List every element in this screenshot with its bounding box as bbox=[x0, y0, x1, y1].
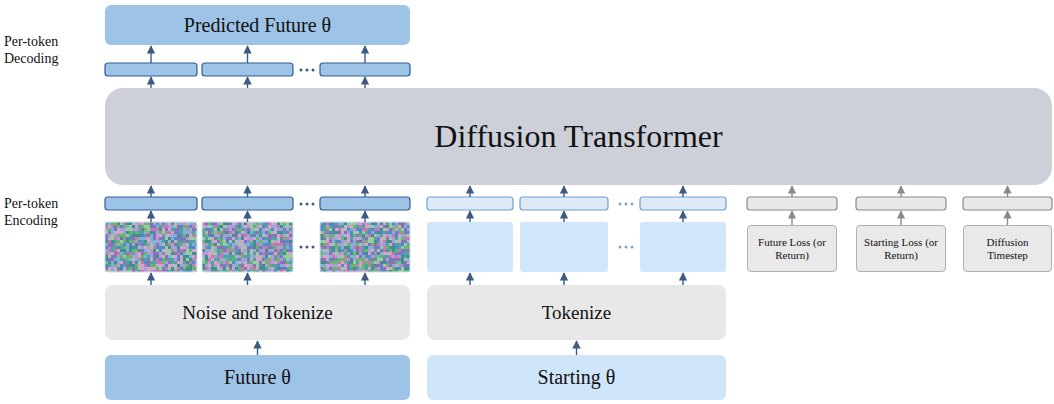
flow-arrow bbox=[563, 186, 564, 197]
decode-token bbox=[320, 63, 410, 76]
encode-token bbox=[105, 197, 197, 210]
ellipsis-dot bbox=[300, 69, 303, 72]
encode-token bbox=[747, 197, 837, 210]
condition-box: Future Loss (or Return) bbox=[747, 225, 837, 272]
ellipsis-dot bbox=[312, 69, 315, 72]
flow-arrow bbox=[469, 273, 470, 285]
ellipsis-dot bbox=[300, 203, 303, 206]
flow-arrow bbox=[900, 211, 901, 225]
flow-arrow bbox=[247, 273, 248, 285]
encode-token bbox=[320, 197, 410, 210]
flow-arrow bbox=[563, 211, 564, 222]
ellipsis-dot bbox=[300, 246, 303, 249]
node-text: Diffusion Transformer bbox=[434, 118, 722, 155]
decode-token bbox=[202, 63, 293, 76]
flow-arrow bbox=[150, 211, 151, 222]
ellipsis-dot bbox=[625, 203, 628, 206]
encode-token bbox=[202, 197, 293, 210]
noise-image bbox=[105, 222, 197, 272]
ellipsis-dot bbox=[306, 246, 309, 249]
ellipsis-dot bbox=[625, 246, 628, 249]
token-square bbox=[520, 222, 608, 272]
process-box: Noise and Tokenize bbox=[105, 285, 410, 340]
flow-arrow bbox=[682, 211, 683, 222]
ellipsis-dot bbox=[619, 203, 622, 206]
decode-token bbox=[105, 63, 197, 76]
ellipsis-dot bbox=[306, 69, 309, 72]
side-label: Per-token Encoding bbox=[4, 196, 74, 230]
flow-arrow bbox=[791, 211, 792, 225]
flow-arrow bbox=[150, 186, 151, 197]
ellipsis-dot bbox=[306, 203, 309, 206]
flow-arrow bbox=[364, 273, 365, 285]
condition-box: Diffusion Timestep bbox=[963, 225, 1052, 272]
node-text: Starting θ bbox=[538, 366, 616, 389]
side-label: Per-token Decoding bbox=[4, 34, 74, 68]
flow-arrow bbox=[247, 46, 248, 63]
ellipsis-dot bbox=[312, 246, 315, 249]
ellipsis-dot bbox=[312, 203, 315, 206]
flow-arrow bbox=[364, 46, 365, 63]
noise-image bbox=[202, 222, 293, 272]
node-text: Diffusion Timestep bbox=[969, 236, 1046, 261]
node-text: Tokenize bbox=[542, 302, 611, 324]
ellipsis-dot bbox=[631, 246, 634, 249]
ellipsis-dot bbox=[619, 246, 622, 249]
flow-arrow bbox=[1007, 186, 1008, 197]
encode-token bbox=[427, 197, 513, 210]
flow-arrow bbox=[1007, 211, 1008, 225]
flow-arrow bbox=[247, 77, 248, 88]
flow-arrow bbox=[682, 273, 683, 285]
flow-connector bbox=[576, 341, 577, 355]
flow-arrow bbox=[364, 211, 365, 222]
flow-arrow bbox=[469, 211, 470, 222]
ellipsis-dot bbox=[631, 203, 634, 206]
token-square bbox=[640, 222, 726, 272]
condition-box: Starting Loss (or Return) bbox=[856, 225, 946, 272]
flow-arrow bbox=[150, 46, 151, 63]
flow-arrow bbox=[791, 186, 792, 197]
node-text: Future Loss (or Return) bbox=[753, 236, 831, 261]
flow-arrow bbox=[364, 77, 365, 88]
input-box: Future θ bbox=[105, 355, 410, 400]
flow-arrow bbox=[682, 186, 683, 197]
flow-arrow bbox=[563, 273, 564, 285]
noise-image bbox=[320, 222, 410, 272]
encode-token bbox=[856, 197, 946, 210]
input-box: Starting θ bbox=[427, 355, 726, 400]
encode-token bbox=[640, 197, 726, 210]
flow-arrow bbox=[900, 186, 901, 197]
flow-arrow bbox=[247, 211, 248, 222]
flow-arrow bbox=[150, 273, 151, 285]
output-box: Predicted Future θ bbox=[105, 5, 410, 45]
flow-connector bbox=[257, 341, 258, 355]
flow-arrow bbox=[150, 77, 151, 88]
encode-token bbox=[963, 197, 1052, 210]
flow-arrow bbox=[469, 186, 470, 197]
node-text: Predicted Future θ bbox=[184, 14, 331, 37]
token-square bbox=[427, 222, 513, 272]
node-text: Starting Loss (or Return) bbox=[862, 236, 940, 261]
node-text: Future θ bbox=[224, 366, 291, 389]
flow-arrow bbox=[247, 186, 248, 197]
flow-arrow bbox=[364, 186, 365, 197]
process-box: Tokenize bbox=[427, 285, 726, 340]
transformer-block: Diffusion Transformer bbox=[105, 88, 1052, 185]
encode-token bbox=[520, 197, 608, 210]
node-text: Noise and Tokenize bbox=[182, 302, 332, 324]
